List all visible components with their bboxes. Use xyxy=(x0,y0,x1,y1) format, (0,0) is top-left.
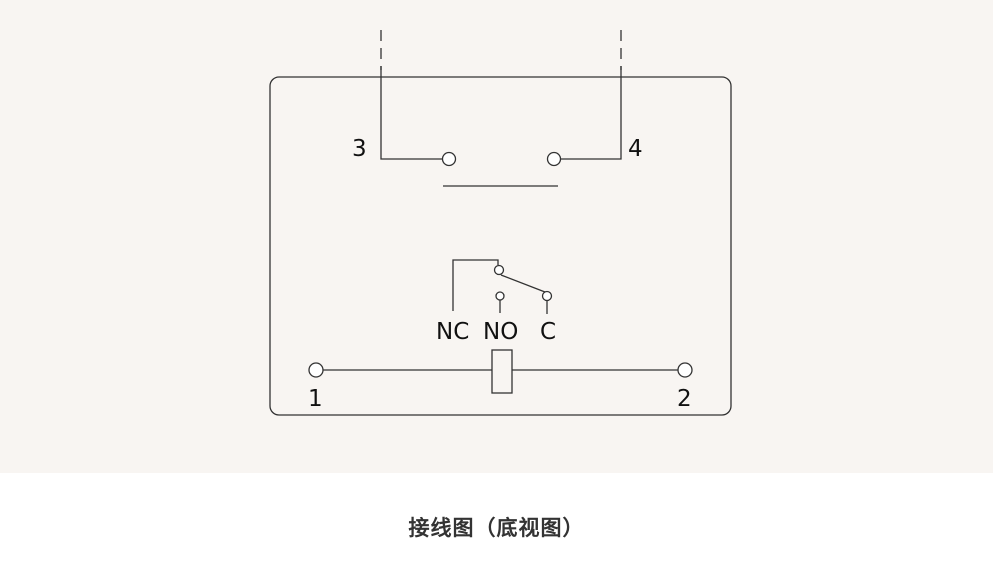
label-terminal-1: 1 xyxy=(308,386,323,412)
wiring-diagram: 3 4 NC NO C 1 2 xyxy=(269,30,732,416)
nc-line xyxy=(452,259,499,311)
coil xyxy=(491,349,513,394)
coil-terminal-1 xyxy=(308,362,324,378)
relay-body-outline xyxy=(269,76,732,416)
contact-4 xyxy=(546,151,562,167)
c-contact xyxy=(541,290,553,302)
contact-3 xyxy=(441,151,457,167)
no-contact xyxy=(495,291,505,301)
diagram-area: 3 4 NC NO C 1 2 xyxy=(0,0,993,473)
lead-4 xyxy=(560,66,622,160)
lead-3 xyxy=(380,66,443,160)
armature xyxy=(500,274,546,293)
label-no: NO xyxy=(483,319,518,345)
label-terminal-2: 2 xyxy=(677,386,692,412)
label-nc: NC xyxy=(436,319,469,345)
coil-terminal-2 xyxy=(677,362,693,378)
label-terminal-3: 3 xyxy=(352,136,367,162)
caption: 接线图（底视图） xyxy=(408,516,585,540)
nc-contact xyxy=(493,264,505,276)
label-c: C xyxy=(540,319,556,345)
label-terminal-4: 4 xyxy=(628,136,643,162)
